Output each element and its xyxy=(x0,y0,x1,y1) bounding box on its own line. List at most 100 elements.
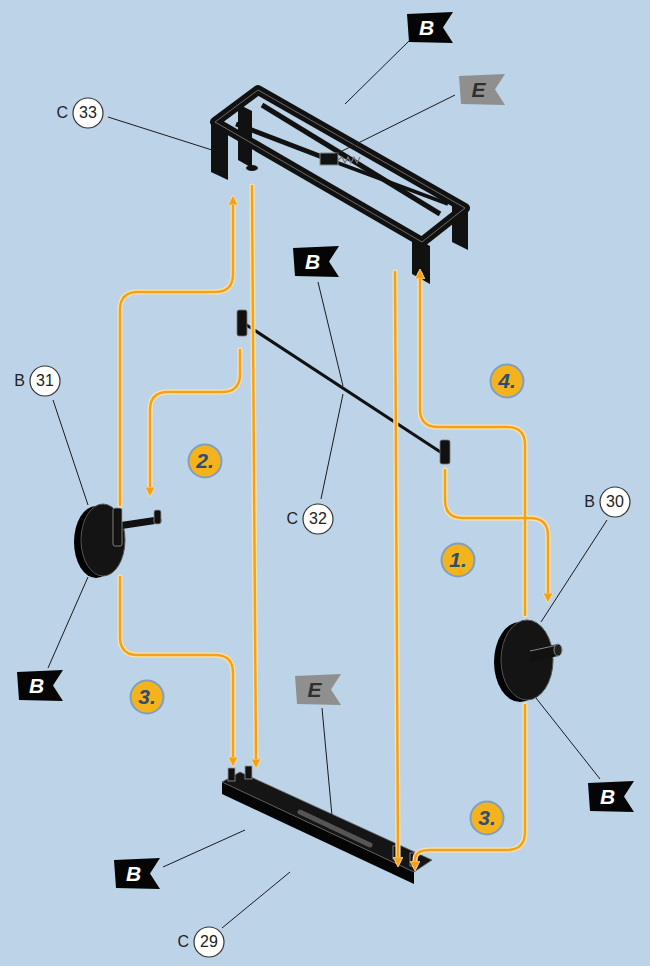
leader-line xyxy=(222,872,290,928)
crank-pin xyxy=(154,510,161,524)
frame-brace xyxy=(262,105,440,214)
leader-line xyxy=(322,708,332,816)
part-letter: C xyxy=(56,104,68,122)
part-flag: E xyxy=(459,74,505,105)
callout-number: C32 xyxy=(302,503,334,535)
arrow-outline-path xyxy=(150,350,240,492)
step-label: 4. xyxy=(498,369,516,392)
step-number: 3. xyxy=(129,679,165,715)
arrow-outline-path xyxy=(120,577,233,762)
part-number: 33 xyxy=(79,104,97,122)
flag-letter: E xyxy=(307,678,321,701)
arrow-outline xyxy=(120,186,548,866)
callout-ring xyxy=(194,927,224,957)
part-flag: B xyxy=(293,246,339,277)
wheel-face xyxy=(81,504,125,576)
assembly-arrow xyxy=(252,186,256,764)
assembly-arrow xyxy=(150,350,240,492)
leader-line xyxy=(321,394,343,499)
callout-number: C33 xyxy=(72,97,104,129)
leader-line xyxy=(541,520,607,622)
base-side xyxy=(222,782,414,884)
assembly-arrow xyxy=(445,470,548,598)
callout-number: B31 xyxy=(29,365,61,397)
callout-ring xyxy=(303,504,333,534)
wheel-part xyxy=(494,620,562,702)
frame-brace xyxy=(330,160,448,204)
part-flag: B xyxy=(17,670,63,701)
part-flag: E xyxy=(295,674,341,705)
part-letter: C xyxy=(177,933,189,951)
leader-line xyxy=(334,95,455,155)
flag-letter: E xyxy=(471,78,485,101)
step-number: 2. xyxy=(187,443,223,479)
wheel-part xyxy=(74,504,161,578)
base-peg xyxy=(228,768,235,781)
callout-number: B30 xyxy=(599,486,631,518)
leader-line xyxy=(318,282,343,386)
wheel-face xyxy=(501,620,553,700)
leader-line xyxy=(163,830,245,867)
arrow-outline-path xyxy=(120,200,233,505)
part-flag: B xyxy=(407,12,453,43)
callout-ring xyxy=(30,366,60,396)
assembly-arrow xyxy=(420,274,525,615)
base-peg xyxy=(245,766,252,779)
step-number: 3. xyxy=(469,800,505,836)
leader-line xyxy=(345,40,410,104)
leader-line xyxy=(536,698,600,779)
flag-body xyxy=(407,12,453,43)
step-label: 2. xyxy=(196,449,214,472)
leader-line xyxy=(53,400,88,505)
leader-line xyxy=(48,577,88,668)
part-number: 29 xyxy=(200,933,218,951)
step-disc xyxy=(471,802,504,835)
flag-body xyxy=(295,674,341,705)
flag-letter: B xyxy=(126,862,141,885)
flag-body xyxy=(17,670,63,701)
assembly-arrows xyxy=(120,186,548,866)
axle xyxy=(113,508,122,546)
callout-ring xyxy=(73,98,103,128)
flag-letter: B xyxy=(600,785,615,808)
part-number: 30 xyxy=(606,493,624,511)
step-number: 1. xyxy=(440,542,476,578)
part-number: 32 xyxy=(309,510,327,528)
flag-letter: B xyxy=(305,250,320,273)
frame-brace xyxy=(236,124,330,160)
arrow-outline-path xyxy=(252,186,256,764)
part-letter: B xyxy=(584,493,595,511)
step-label: 3. xyxy=(478,806,496,829)
callout-number: C29 xyxy=(193,926,225,958)
flag-body xyxy=(114,858,160,889)
part-letter: C xyxy=(286,510,298,528)
assembly-arrow xyxy=(120,577,233,762)
flag-letter: B xyxy=(419,16,434,39)
flag-body xyxy=(293,246,339,277)
rod xyxy=(242,322,445,455)
assembly-arrow xyxy=(415,705,525,866)
step-disc xyxy=(491,365,524,398)
part-letter: B xyxy=(14,372,25,390)
step-disc xyxy=(189,445,222,478)
part-flag: B xyxy=(114,858,160,889)
arrow-outline-path xyxy=(445,470,548,598)
base-part xyxy=(222,766,432,884)
base-top xyxy=(222,772,432,872)
arrow-outline-path xyxy=(420,274,525,615)
step-label: 1. xyxy=(449,548,467,571)
spring-symbol xyxy=(338,157,360,163)
part-number: 31 xyxy=(36,372,54,390)
arrow-outline-path xyxy=(395,272,398,862)
axle-end xyxy=(554,644,562,656)
rod-peg xyxy=(440,440,450,464)
crank-arm xyxy=(118,520,158,526)
flag-letter: B xyxy=(29,674,44,697)
step-number: 4. xyxy=(489,363,525,399)
leader-line xyxy=(108,117,212,150)
base-slot xyxy=(300,812,370,845)
rod-peg xyxy=(237,310,247,336)
